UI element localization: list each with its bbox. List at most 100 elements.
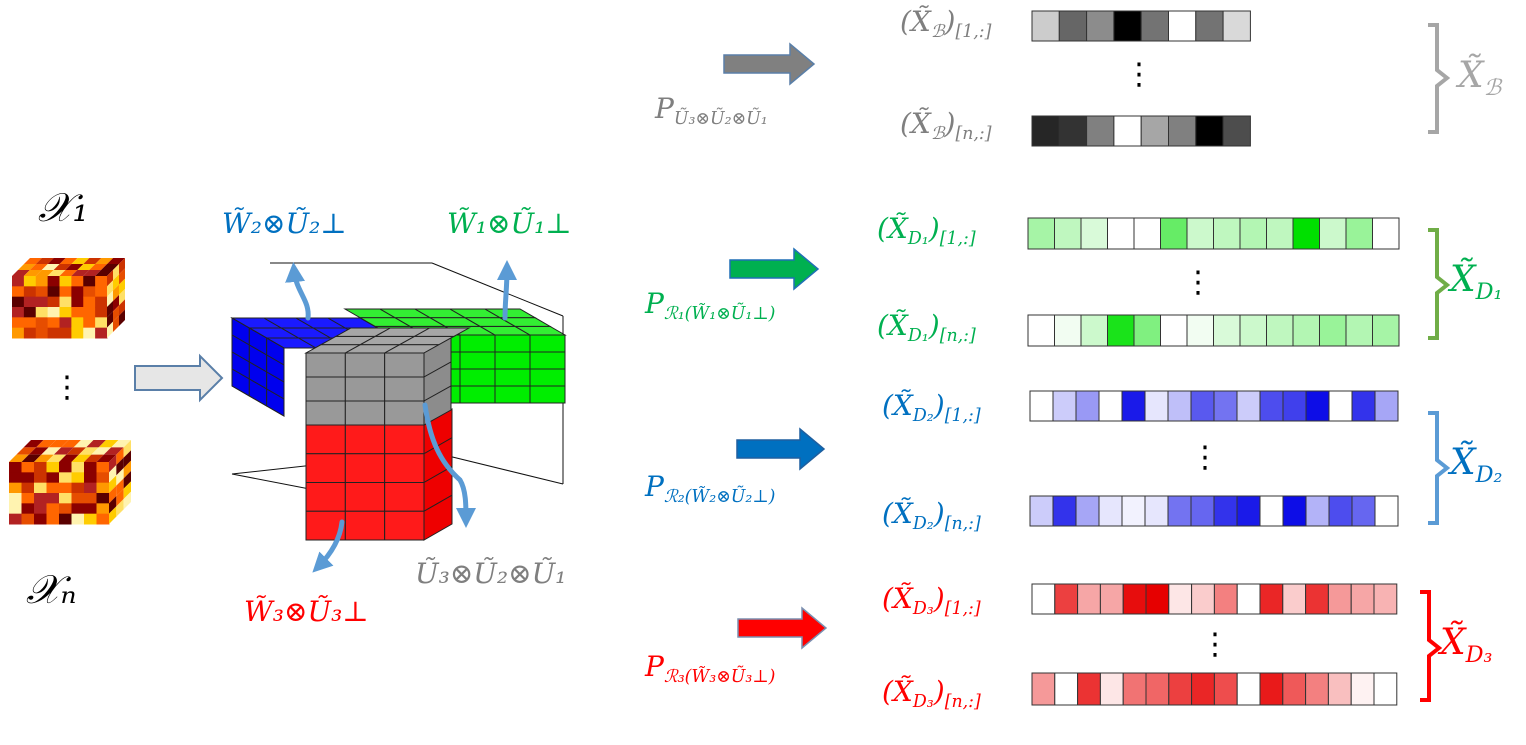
strip-d3-first-cell	[1305, 583, 1329, 615]
input-cube-first-top-cell	[89, 264, 108, 270]
input-cube-last-side-cell	[116, 447, 124, 465]
input-cube-last-top-cell	[86, 440, 106, 448]
strip-basis-first-cell	[1195, 10, 1224, 42]
row-d1-last-label: (X̃D₁)[n,:]	[877, 309, 976, 347]
input-cube-last-front-cell	[21, 513, 35, 525]
strip-basis-last-cell	[1031, 115, 1060, 147]
input-cube-last-front-cell	[71, 513, 85, 525]
input-cube-first-front-cell	[59, 317, 72, 329]
strip-d1-last-cell	[1266, 314, 1294, 347]
strip-d1-first	[1027, 217, 1400, 250]
strip-d3-last-cell	[1350, 672, 1375, 706]
brace-basis-label: X̃ℬ	[1458, 55, 1502, 101]
strip-d2-first-cell	[1213, 390, 1238, 422]
red-front-cell	[344, 424, 386, 455]
input-cube-first-top-cell	[23, 270, 42, 276]
red-down-arrow	[312, 519, 345, 573]
strip-d2-first-cell	[1374, 390, 1399, 422]
strip-d2-last-cell	[1075, 495, 1100, 527]
input-cube-last-top-cell	[78, 447, 99, 455]
input-cube-last-side-cell	[123, 491, 131, 510]
input-cube-last-top-cell	[98, 440, 119, 448]
row-strips	[1027, 10, 1400, 706]
strip-d3-first-cell	[1191, 583, 1215, 615]
gray-front-cell	[305, 352, 346, 378]
strip-d3-last-cell	[1305, 672, 1329, 706]
input-cube-first-front-cell	[23, 327, 37, 339]
input-cube-last-top-cell	[36, 440, 56, 448]
input-cube-first-top-cell	[65, 264, 84, 270]
brace-d3-label: X̃D₃	[1440, 622, 1493, 668]
input-cube-last-front-cell	[96, 513, 110, 525]
strip-d2-last-cell	[1098, 495, 1123, 527]
input-cube-last-top-cell	[96, 454, 117, 462]
input-cube-last-side-cell	[116, 488, 124, 507]
red-block-label: W̃₃⊗Ũ₃⊥	[244, 595, 369, 628]
input-cube-first-side-cell	[113, 274, 119, 291]
input-cube-first-front-cell	[95, 317, 108, 329]
input-cube-first-front-cell	[35, 327, 49, 339]
strip-d1-last	[1027, 314, 1400, 347]
input-cube-last	[9, 440, 131, 525]
input-cube-first-top-cell	[83, 270, 102, 276]
input-cube-first-front-cell	[23, 276, 37, 287]
gray-block-label: Ũ₃⊗Ũ₂⊗Ũ₁	[415, 557, 567, 590]
input-cube-first-front-cell	[95, 286, 108, 298]
strip-d3-first-cell	[1350, 583, 1375, 615]
input-cube-first-side-cell	[113, 305, 119, 322]
strip-basis-first-cell	[1168, 10, 1197, 42]
input-cube-last-front-cell	[21, 472, 35, 484]
strip-d1-first-cell	[1319, 217, 1347, 250]
input-cube-last-front-cell	[96, 493, 110, 504]
input-arrow	[134, 353, 224, 403]
strip-d3-first-cell	[1077, 583, 1101, 615]
input-cube-last-front-cell	[34, 513, 47, 525]
input-cube-first-front-cell	[47, 327, 60, 339]
input-cube-first-front-cell	[71, 296, 84, 308]
input-cube-last-front-cell	[9, 513, 22, 525]
input-cube-last-top-cell	[66, 447, 87, 455]
input-cube-last-front-cell	[84, 503, 97, 515]
input-cube-first-front-cell	[83, 317, 96, 329]
input-cube-first-front-cell	[71, 286, 84, 298]
input-cube-last-top-cell	[23, 440, 44, 448]
input-cube-first-side-cell	[107, 301, 113, 318]
input-cube-first-front-cell	[83, 327, 96, 339]
row-d1-first-label: (X̃D₁)[1,:]	[877, 212, 976, 250]
input-cube-first-side-cell	[113, 284, 119, 301]
input-cube-first-front-cell	[83, 307, 96, 318]
input-cube-last-top-cell	[73, 440, 94, 448]
row-d3-ellipsis: ⋮	[1200, 627, 1230, 662]
strip-d3-first-cell	[1213, 583, 1238, 615]
strip-d1-first-cell	[1266, 217, 1294, 250]
strip-d2-last-cell	[1144, 495, 1169, 527]
input-cube-last-front-cell	[71, 493, 85, 504]
strip-d3-first	[1031, 583, 1398, 615]
strip-d2-last-cell	[1167, 495, 1192, 527]
input-cube-first-side-cell	[119, 258, 125, 275]
input-cube-last-top-cell	[46, 454, 67, 462]
input-cube-last-front-cell	[9, 472, 22, 484]
strip-basis-first-cell	[1113, 10, 1142, 42]
red-front-cell	[305, 482, 346, 512]
input-cube-first-front-cell	[59, 296, 72, 308]
input-cube-first-front-cell	[23, 307, 37, 318]
green-front-cell	[459, 334, 496, 353]
strip-basis-last-cell	[1058, 115, 1088, 147]
input-cube-last-top-cell	[48, 440, 69, 448]
strip-d3-last-cell	[1099, 672, 1124, 706]
strip-d3-first-cell	[1236, 583, 1261, 615]
strip-d1-last-cell	[1133, 314, 1161, 347]
strip-d2-last-cell	[1282, 495, 1307, 527]
gray-front-cell	[305, 376, 346, 402]
brace-d1-label: X̃D₁	[1450, 259, 1503, 305]
strip-d2-last-cell	[1351, 495, 1376, 527]
strip-d3-last-cell	[1236, 672, 1261, 706]
input-cube-last-front-cell	[84, 482, 97, 494]
red-front-cell	[344, 510, 386, 541]
green-front-cell	[459, 368, 496, 387]
strip-d2-first-cell	[1190, 390, 1215, 422]
input-cube-last-front-cell	[46, 493, 60, 504]
strip-d2-last-cell	[1305, 495, 1330, 527]
strip-d2-last-cell	[1029, 495, 1054, 527]
